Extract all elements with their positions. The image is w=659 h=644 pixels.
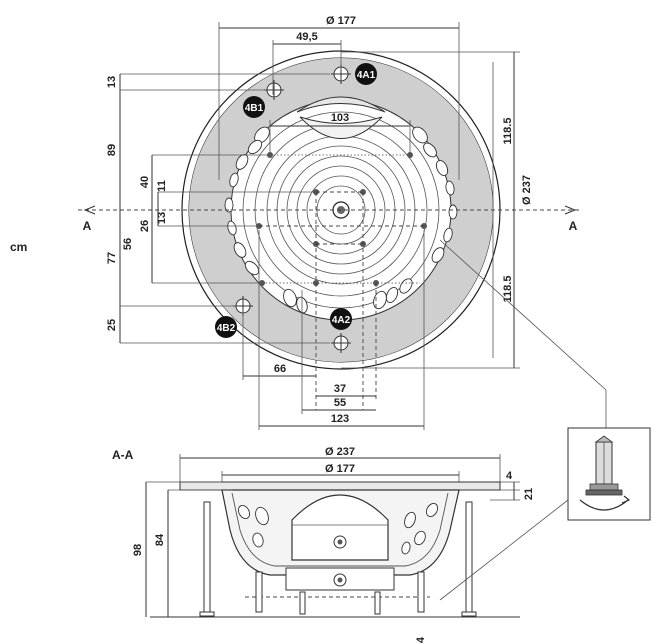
dim-right-0: 118.5 (502, 118, 514, 145)
dim-left-7: 77 (106, 252, 118, 264)
dim-left-1: 89 (106, 144, 118, 156)
dim-left-2: 40 (139, 176, 151, 188)
dim-top-1: 49,5 (296, 31, 317, 43)
dim-left-6: 56 (122, 238, 134, 250)
jets-bottom (283, 278, 413, 314)
dim-right-2: 118.5 (502, 276, 514, 303)
dims-bottom: 66 37 55 123 (242, 230, 425, 430)
dim-right-1: Ø 237 (521, 175, 533, 205)
dims-top: Ø 177 49,5 103 (218, 15, 460, 180)
dim-bottom-2: 55 (334, 397, 346, 409)
section-bottom-mark: 4 (415, 636, 427, 643)
headrest-cushion (299, 116, 383, 139)
badge-4a2 (330, 308, 352, 330)
badge-4b1-label: 4B1 (245, 103, 264, 114)
section-mark-right: A (569, 219, 578, 233)
section-dim-top-1: Ø 177 (325, 463, 355, 475)
dims-right: 118.5 118.5 Ø 237 (341, 51, 533, 369)
dim-top-0: Ø 177 (326, 15, 356, 27)
headrest (296, 96, 386, 113)
unit-label: cm (10, 240, 27, 254)
section-mark-left: A (83, 219, 92, 233)
dim-left-3: 11 (156, 180, 168, 192)
dim-bottom-3: 123 (331, 413, 349, 425)
dim-bottom-1: 37 (334, 383, 346, 395)
badge-4a2-label: 4A2 (332, 315, 351, 326)
badge-4b2 (215, 316, 237, 338)
section-rim (179, 481, 501, 491)
badge-4b1 (243, 96, 265, 118)
section-headrest (291, 494, 389, 561)
detail-leader (439, 239, 607, 391)
plan-view: 4A1 4B1 4A2 4B2 A A cm Ø 177 49,5 103 (10, 15, 607, 430)
section-dim-right-1: 21 (523, 488, 535, 500)
section-dim-left-1: 84 (154, 533, 166, 546)
section-jets (237, 502, 439, 555)
jets-left (224, 126, 270, 276)
dim-left-5: 26 (139, 220, 151, 232)
section-legs (199, 501, 477, 617)
badge-4b2-label: 4B2 (217, 323, 236, 334)
dim-left-4: 13 (156, 212, 168, 224)
dim-top-2: 103 (331, 112, 349, 124)
section-title: A-A (112, 448, 134, 462)
jet-grid-lines (259, 191, 424, 410)
jet-nozzles (256, 152, 427, 286)
dim-left-0: 13 (106, 76, 118, 88)
section-dim-right-0: 4 (506, 470, 513, 482)
dims-left: 13 89 77 25 40 56 11 13 26 (106, 73, 330, 344)
section-dim-top-0: Ø 237 (325, 446, 355, 458)
section-view: A-A Ø 237 Ø 177 (112, 446, 569, 643)
dim-left-8: 25 (106, 319, 118, 331)
foot-detail (567, 427, 651, 521)
dim-bottom-0: 66 (274, 363, 286, 375)
section-dim-left-0: 98 (132, 544, 144, 556)
badge-4a1-label: 4A1 (357, 70, 376, 81)
badge-4a1 (355, 63, 377, 85)
jets-right (412, 126, 458, 263)
